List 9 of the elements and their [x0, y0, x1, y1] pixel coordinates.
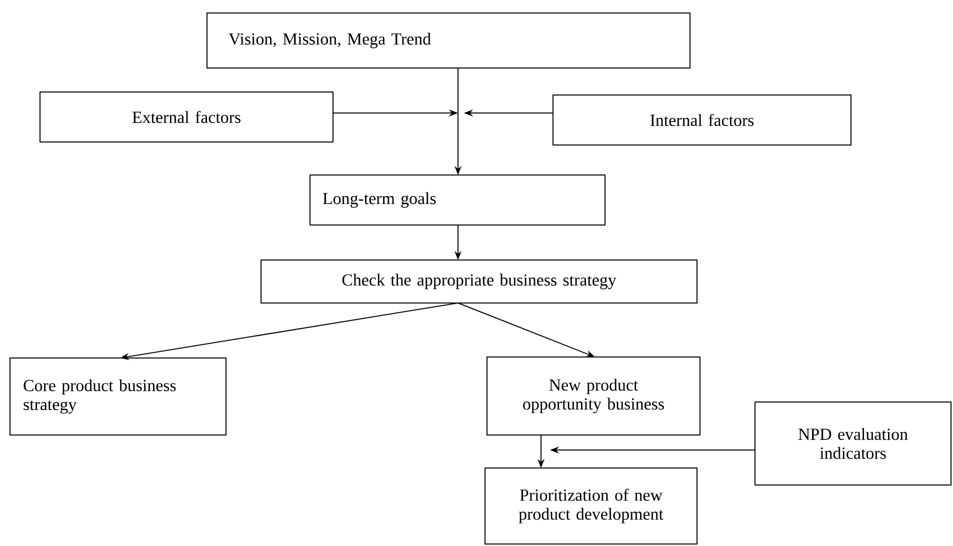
process-box: New product opportunity business [486, 356, 700, 436]
process-box: Internal factors [552, 94, 852, 146]
process-box: External factors [40, 92, 334, 142]
process-box: Vision, Mission, Mega Trend [206, 12, 690, 68]
process-box: Core product business strategy [10, 358, 226, 436]
process-box: Prioritization of new product development [484, 468, 698, 544]
process-box: NPD evaluation indicators [754, 402, 952, 486]
process-box: Long-term goals [310, 174, 606, 226]
process-box: Check the appropriate business strategy [260, 260, 698, 304]
